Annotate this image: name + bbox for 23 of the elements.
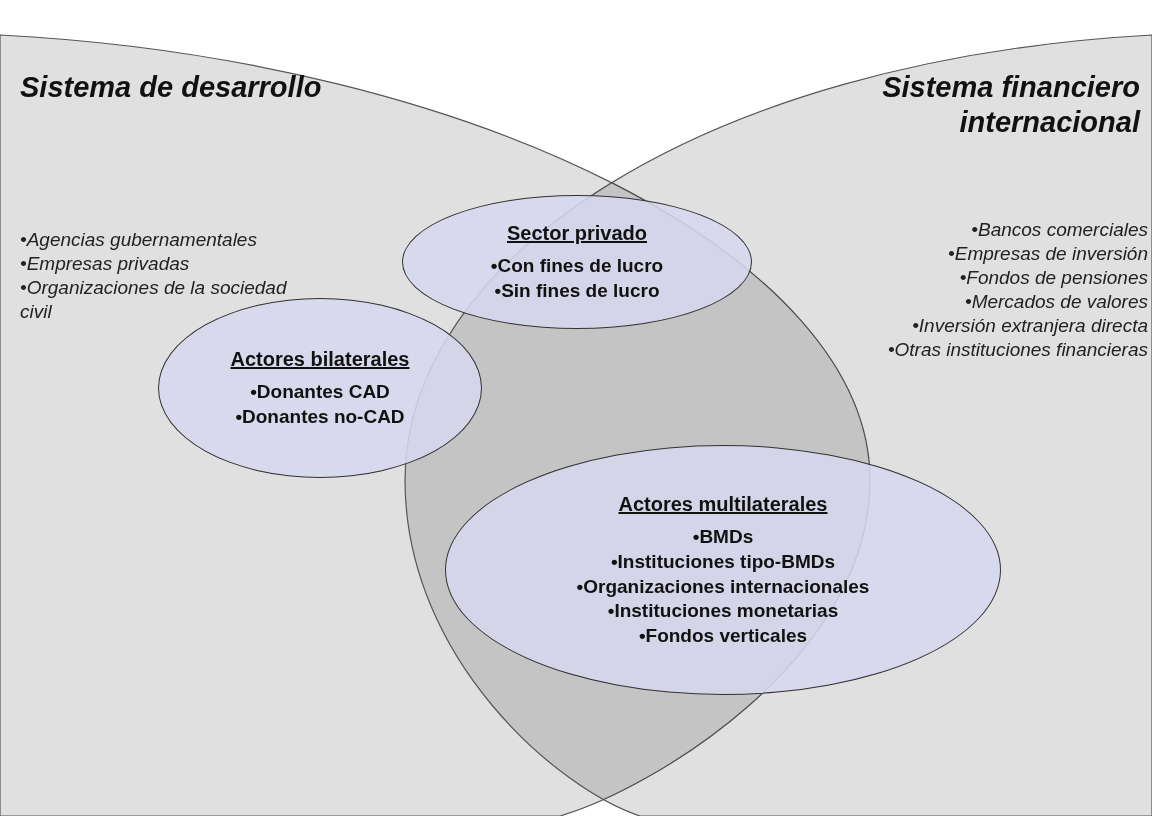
list-item: •Con fines de lucro — [490, 254, 664, 279]
group-heading: Actores multilaterales — [618, 492, 828, 518]
list-item: •Fondos verticales — [638, 624, 808, 649]
list-item: •Otras instituciones financieras — [886, 338, 1148, 362]
list-item: •Sin fines de lucro — [494, 279, 660, 303]
list-item: •Inversión extranjera directa — [911, 314, 1148, 338]
list-item: •Donantes CAD — [250, 380, 390, 405]
list-item: •Empresas privadas — [20, 252, 191, 276]
list-item: •Donantes no-CAD — [235, 405, 405, 429]
group-heading: Sector privado — [506, 221, 647, 247]
list-item: •Agencias gubernamentales — [20, 228, 258, 252]
region-title: Sistema de desarrollo — [20, 70, 323, 105]
group-heading: Actores bilaterales — [230, 347, 410, 373]
list-item: •Fondos de pensiones — [958, 266, 1148, 290]
list-item: •Instituciones monetarias — [607, 599, 839, 624]
list-item: •Bancos comerciales — [970, 218, 1148, 242]
list-item: •Organizaciones internacionales — [576, 574, 870, 599]
list-item: •Mercados de valores — [964, 290, 1148, 314]
region-title: Sistema financiero internacional — [881, 70, 1140, 140]
list-item: •Instituciones tipo-BMDs — [610, 549, 836, 574]
list-item: •Empresas de inversión — [947, 242, 1148, 266]
list-item: •Organizaciones de la sociedad civil — [20, 276, 288, 324]
list-item: •BMDs — [692, 525, 754, 550]
